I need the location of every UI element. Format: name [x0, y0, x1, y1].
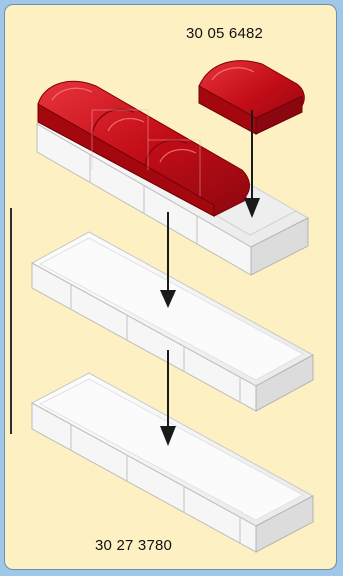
part-number-top: 30 05 6482 [186, 25, 263, 42]
part-number-bottom: 30 27 3780 [95, 537, 172, 554]
